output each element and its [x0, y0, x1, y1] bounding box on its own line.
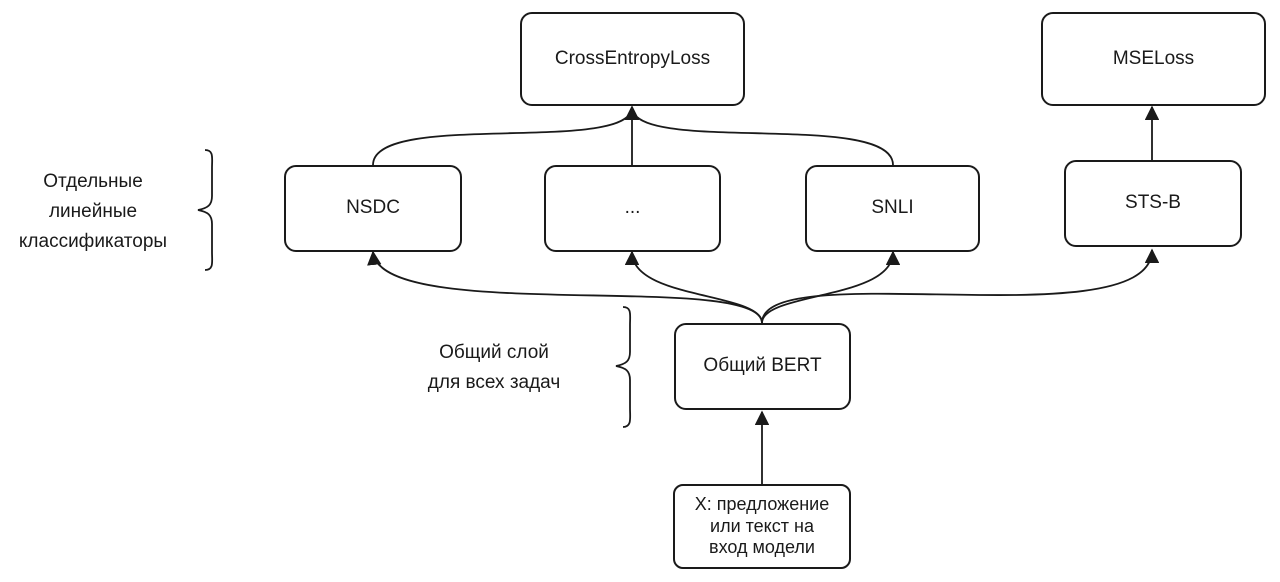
shared-layer-annotation-line2: для всех задач — [427, 372, 561, 393]
input-label-line1: X: предложение — [694, 494, 830, 515]
edge-bert-stsb — [761, 248, 1160, 324]
ellipsis-label: ... — [624, 197, 641, 219]
bert-box: Общий BERT — [674, 323, 851, 410]
brace-classifiers — [197, 149, 214, 271]
classifiers-annotation: Отдельные линейные классификаторы — [0, 167, 186, 257]
edge-nsdc-ce — [372, 105, 640, 166]
input-box: X: предложение или текст на вход модели — [673, 484, 851, 569]
edge-bert-nsdc — [367, 250, 763, 324]
brace-shared — [615, 306, 632, 428]
input-label-line2: или текст на — [710, 515, 814, 536]
edge-bert-ellipsis — [624, 250, 763, 324]
bert-label: Общий BERT — [703, 355, 822, 377]
crossentropyloss-label: CrossEntropyLoss — [554, 47, 711, 69]
classifiers-annotation-line2: линейные — [48, 201, 138, 222]
ellipsis-box: ... — [544, 165, 721, 252]
snli-box: SNLI — [805, 165, 980, 252]
snli-label: SNLI — [871, 197, 914, 219]
stsb-box: STS-B — [1064, 160, 1242, 247]
shared-layer-annotation-line1: Общий слой — [439, 342, 549, 363]
input-label-line3: вход модели — [709, 537, 815, 558]
nsdc-box: NSDC — [284, 165, 462, 252]
shared-layer-annotation: Общий слой для всех задач — [404, 338, 584, 398]
mseloss-label: MSELoss — [1112, 47, 1195, 69]
mseloss-box: MSELoss — [1041, 12, 1266, 106]
crossentropyloss-box: CrossEntropyLoss — [520, 12, 745, 106]
nsdc-label: NSDC — [346, 197, 400, 219]
edge-snli-ce — [624, 105, 894, 166]
classifiers-annotation-line3: классификаторы — [18, 231, 168, 252]
stsb-label: STS-B — [1125, 192, 1181, 214]
classifiers-annotation-line1: Отдельные — [43, 171, 143, 192]
edge-bert-snli — [761, 250, 901, 324]
